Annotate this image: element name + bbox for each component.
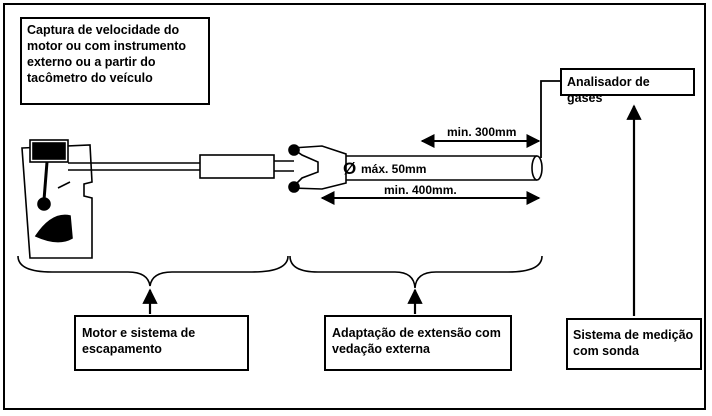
extension-adaptation-box: Adaptação de extensão com vedação extern… [324, 315, 512, 371]
gas-analyzer-box: Analisador de gases [560, 68, 695, 105]
min-400-label: min. 400mm. [384, 183, 457, 197]
engine-drawing [21, 139, 93, 259]
max-50-label: máx. 50mm [361, 162, 427, 176]
analyzer-connector [540, 80, 560, 158]
adapter-brace [289, 255, 543, 289]
diagram-frame [3, 3, 706, 410]
min-300-label: min. 300mm [447, 125, 517, 139]
diameter-symbol: Ø [343, 159, 357, 178]
probe-measurement-box: Sistema de medição com sonda [566, 318, 702, 370]
adapter-drawing [288, 144, 543, 193]
engine-exhaust-box: Motor e sistema de escapamento [74, 315, 249, 371]
exhaust-pipe [68, 154, 294, 179]
capture-info-box: Captura de velocidade do motor ou com in… [20, 17, 210, 105]
engine-brace [17, 255, 289, 287]
